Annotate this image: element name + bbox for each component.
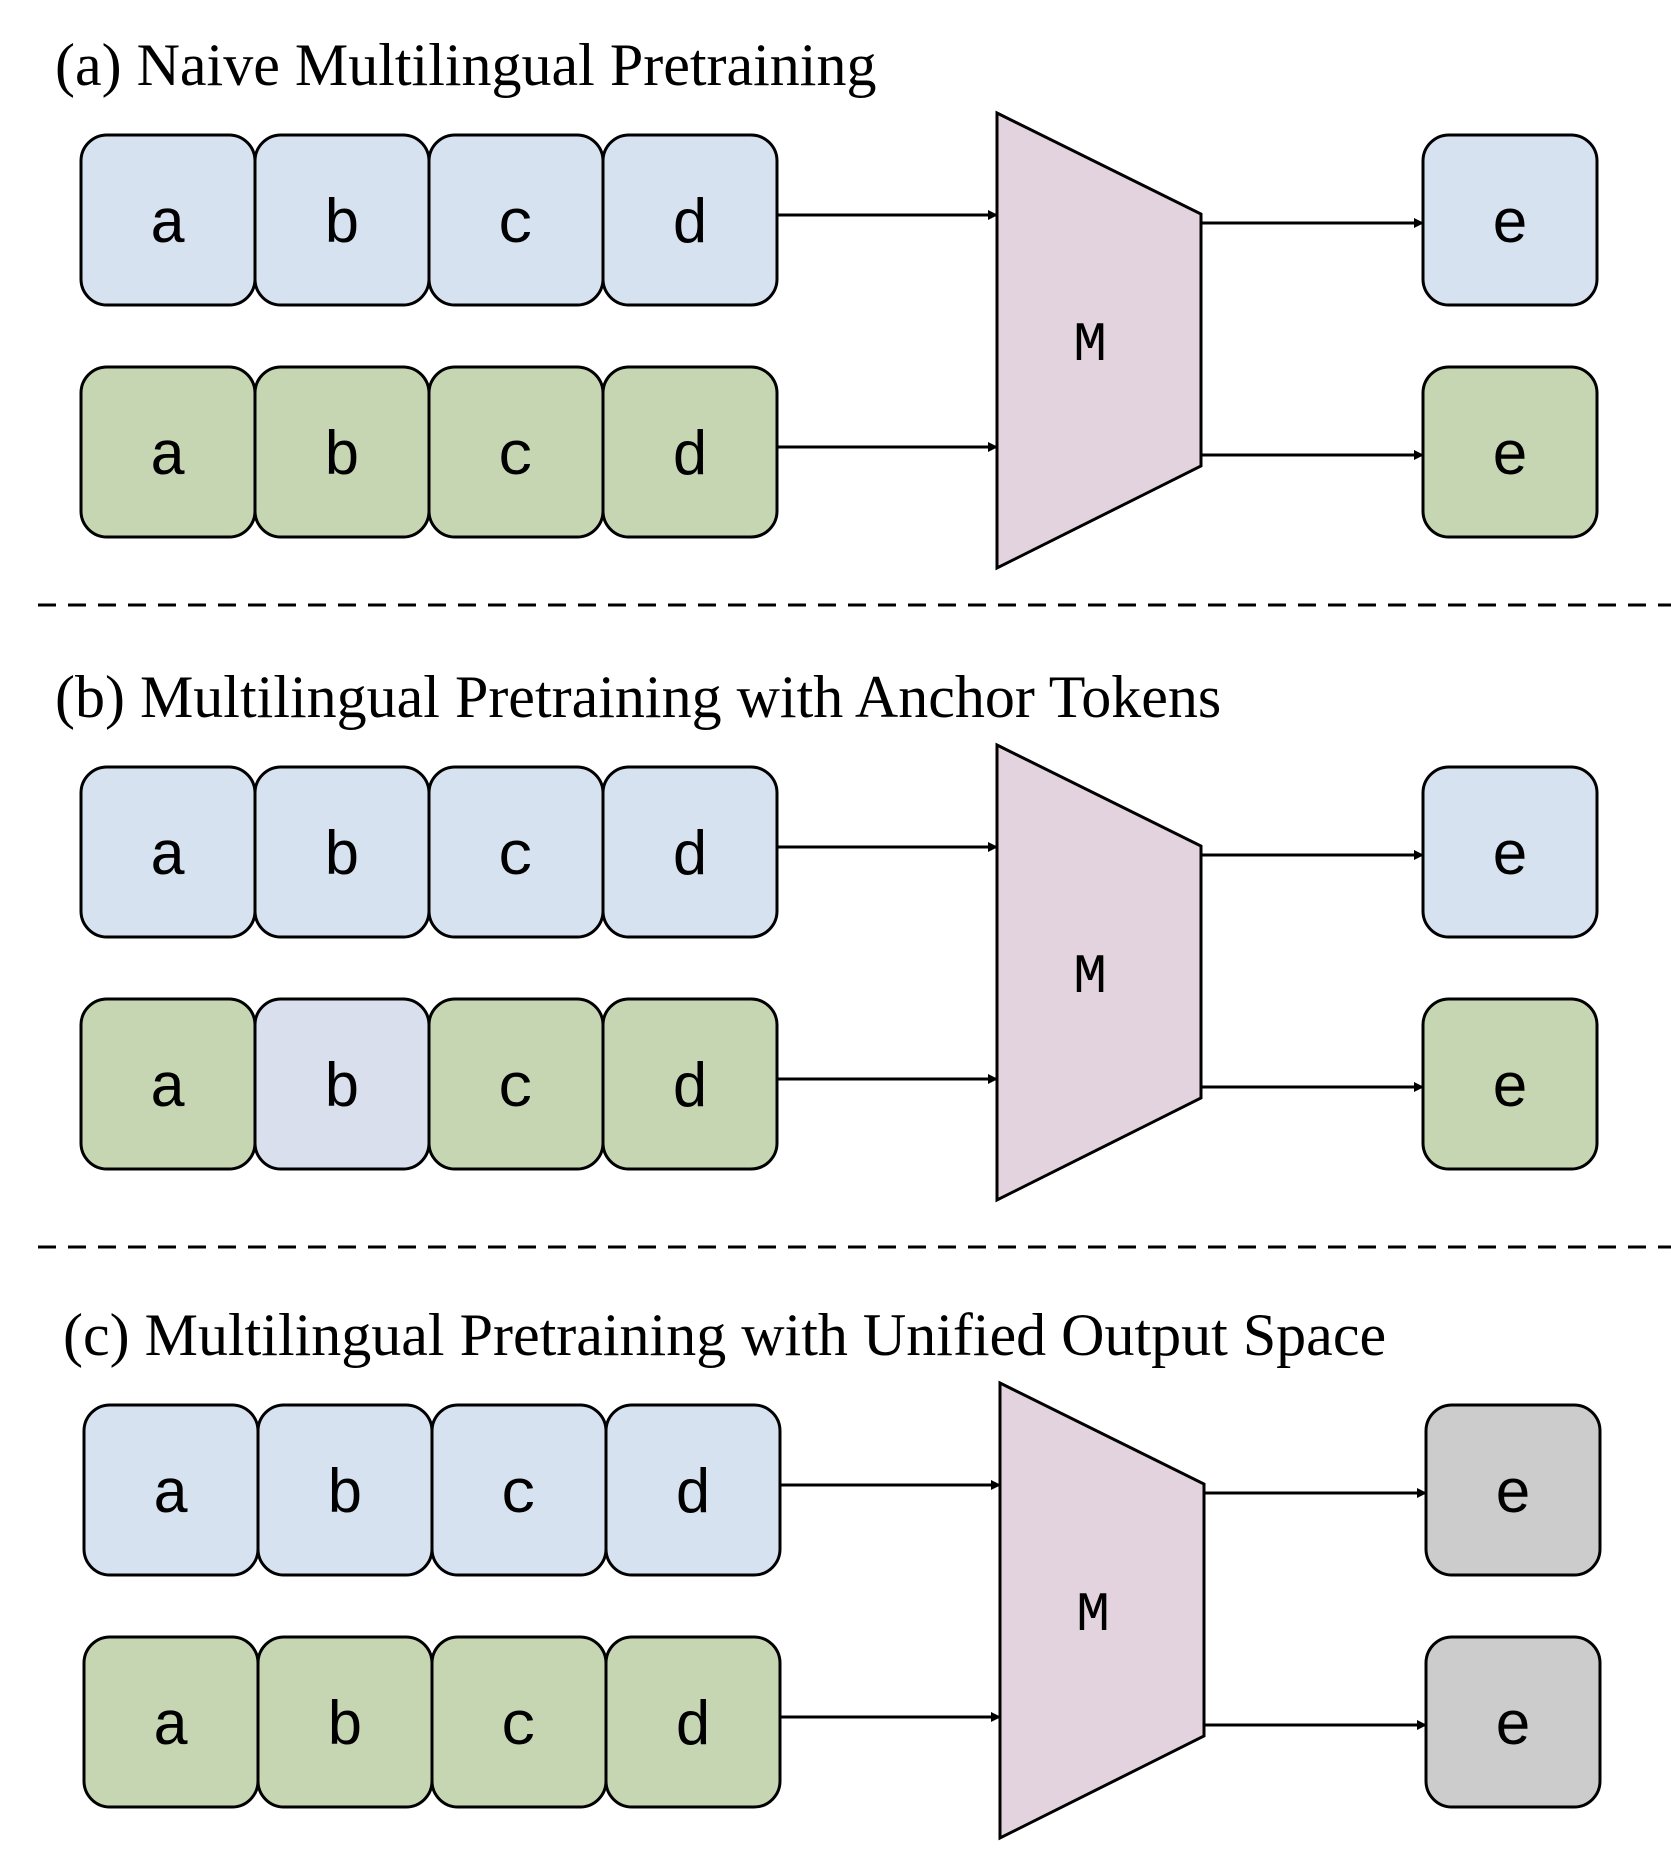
output-token-label: e <box>1491 190 1528 261</box>
output-token-label: e <box>1494 1460 1531 1531</box>
panel-title: (b) Multilingual Pretraining with Anchor… <box>55 664 1221 730</box>
output-token-box <box>1424 1635 1602 1809</box>
token-label: d <box>671 422 708 493</box>
token-label: a <box>152 1692 189 1763</box>
token-label: d <box>671 1054 708 1125</box>
model-label: M <box>1073 313 1107 377</box>
panel-title: (a) Naive Multilingual Pretraining <box>55 32 876 98</box>
token-box <box>601 365 779 539</box>
token-row: a b c d e <box>79 997 1599 1171</box>
token-label: a <box>149 1054 186 1125</box>
output-token-box <box>1424 1403 1602 1577</box>
token-box <box>601 133 779 307</box>
token-box <box>604 1403 782 1577</box>
output-token-label: e <box>1491 822 1528 893</box>
token-label: c <box>497 822 534 893</box>
token-label: b <box>323 822 360 893</box>
token-row: a b c d e <box>82 1403 1602 1577</box>
token-label: b <box>326 1692 363 1763</box>
panel-title: (c) Multilingual Pretraining with Unifie… <box>63 1302 1386 1368</box>
token-row: a b c d e <box>79 365 1599 539</box>
model-trapezoid <box>995 742 1203 1203</box>
output-token-label: e <box>1491 1054 1528 1125</box>
token-label: c <box>497 422 534 493</box>
output-token-box <box>1421 133 1599 307</box>
output-token-label: e <box>1494 1692 1531 1763</box>
panel-b: (b) Multilingual Pretraining with Anchor… <box>55 664 1599 1203</box>
panel-c: (c) Multilingual Pretraining with Unifie… <box>63 1302 1602 1841</box>
model-trapezoid <box>995 110 1203 571</box>
token-label: b <box>326 1460 363 1531</box>
token-row: a b c d e <box>79 133 1599 307</box>
output-token-box <box>1421 997 1599 1171</box>
token-label: b <box>323 1054 360 1125</box>
token-label: a <box>152 1460 189 1531</box>
token-label: c <box>500 1692 537 1763</box>
token-label: d <box>674 1460 711 1531</box>
token-box <box>601 997 779 1171</box>
token-row: a b c d e <box>79 765 1599 939</box>
token-label: c <box>497 1054 534 1125</box>
token-label: a <box>149 422 186 493</box>
token-label: a <box>149 190 186 261</box>
token-label: b <box>323 190 360 261</box>
token-label: c <box>497 190 534 261</box>
model-label: M <box>1076 1583 1110 1647</box>
token-row: a b c d e <box>82 1635 1602 1809</box>
output-token-box <box>1421 365 1599 539</box>
token-label: a <box>149 822 186 893</box>
token-box <box>604 1635 782 1809</box>
token-box <box>601 765 779 939</box>
model-label: M <box>1073 945 1107 1009</box>
token-label: d <box>674 1692 711 1763</box>
output-token-box <box>1421 765 1599 939</box>
model-trapezoid <box>998 1380 1206 1841</box>
token-label: b <box>323 422 360 493</box>
token-label: c <box>500 1460 537 1531</box>
token-label: d <box>671 190 708 261</box>
token-label: d <box>671 822 708 893</box>
output-token-label: e <box>1491 422 1528 493</box>
